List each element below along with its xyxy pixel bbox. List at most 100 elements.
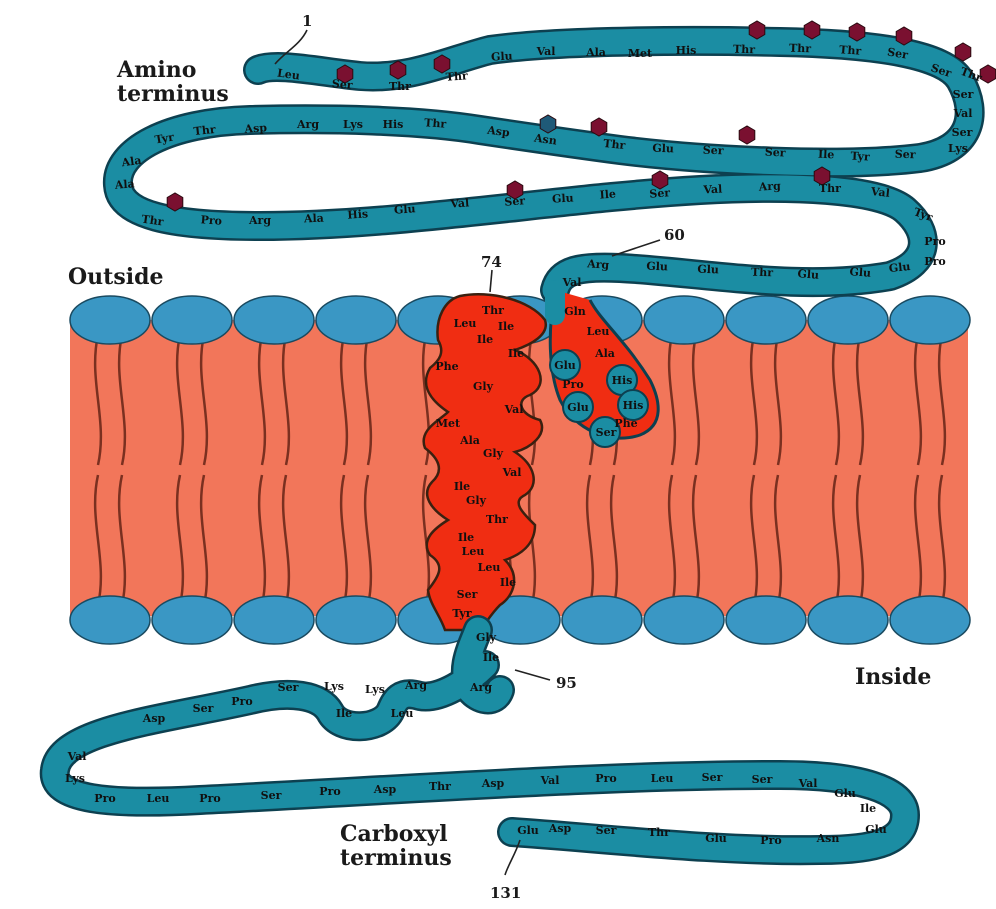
residue-label: Lys [343, 118, 363, 131]
sugar-hexagon [749, 21, 765, 39]
residue-label: Gly [466, 494, 487, 507]
residue-label: Glu [491, 49, 513, 63]
residue-label: His [347, 207, 369, 221]
residue-label: Ser [952, 126, 973, 139]
residue-label: Asp [373, 783, 397, 796]
residue-label: Val [798, 777, 818, 790]
sugar-hexagon [167, 193, 183, 211]
residue-label: Ile [477, 333, 493, 346]
lipid-head [890, 296, 970, 344]
residue-label: Asp [548, 822, 572, 835]
residue-label: Leu [454, 317, 477, 330]
lipid-head [316, 296, 396, 344]
residue-label: Glu [888, 260, 911, 275]
residue-label: Pro [924, 255, 945, 268]
residue-label: Pro [760, 834, 781, 847]
lipid-head [644, 596, 724, 644]
residue-label: Asn [816, 832, 840, 845]
lipid-head [726, 296, 806, 344]
residue-label: Arg [586, 257, 610, 272]
residue-label: Phe [614, 417, 637, 430]
residue-label: Val [540, 774, 560, 787]
residue-label: Glu [517, 824, 539, 837]
residue-label: Leu [462, 545, 485, 558]
residue-label: Thr [193, 123, 216, 138]
residue-label: Tyr [452, 607, 471, 620]
residue-label: Leu [651, 772, 674, 785]
residue-label: Glu [567, 401, 589, 414]
residue-label: Met [628, 47, 653, 60]
residue-label: Ile [860, 802, 876, 815]
pointer-95 [515, 670, 550, 680]
lipid-head [152, 296, 232, 344]
residue-label: Thr [733, 43, 756, 57]
residue-label: Thr [789, 42, 812, 56]
residue-number-60: 60 [664, 226, 685, 244]
residue-label: Lys [324, 680, 344, 693]
residue-label: Glu [394, 202, 416, 216]
lipid-head [726, 596, 806, 644]
sugar-hexagon [540, 115, 556, 133]
sugar-hexagon [896, 27, 912, 45]
residue-label: Ile [818, 148, 835, 162]
residue-number-1: 1 [302, 12, 312, 30]
residue-label: Ser [752, 773, 773, 786]
residue-label: Asp [243, 121, 268, 136]
residue-label: His [676, 44, 697, 57]
residue-label: Ser [457, 588, 478, 601]
residue-number-74: 74 [481, 253, 502, 271]
residue-label: Pro [924, 235, 945, 248]
residue-label: His [623, 399, 644, 412]
lipid-head [890, 596, 970, 644]
residue-label: Arg [469, 681, 492, 694]
residue-label: Ser [649, 186, 671, 200]
residue-label: Ser [261, 789, 282, 802]
lipid-head [808, 596, 888, 644]
residue-label: Glu [554, 359, 576, 372]
residue-label: Thr [486, 513, 508, 526]
residue-label: Thr [389, 80, 411, 93]
residue-label: Glu [797, 267, 819, 281]
residue-label: Lys [65, 772, 85, 785]
residue-label: Ser [596, 426, 617, 439]
residue-label: Ile [508, 347, 524, 360]
carboxyl-terminus-label: Carboxyl terminus [340, 822, 452, 870]
residue-label: Glu [849, 265, 871, 279]
residue-label: Glu [552, 191, 574, 205]
lipid-head [70, 596, 150, 644]
residue-label: Val [562, 276, 582, 289]
chain-inner-fill [55, 630, 905, 850]
residue-label: Ser [278, 681, 299, 694]
cytoplasmic-chain [55, 630, 905, 850]
residue-label: Ser [504, 194, 526, 208]
residue-label: Ser [193, 702, 214, 715]
residue-label: His [383, 118, 404, 131]
residue-label: Asp [481, 777, 505, 790]
residue-label: Pro [200, 213, 222, 227]
residue-label: Arg [296, 118, 319, 131]
residue-label: Met [436, 417, 461, 430]
residue-label: Gly [473, 380, 494, 393]
residue-label: Ala [459, 434, 480, 447]
residue-label: Gly [483, 447, 504, 460]
residue-label: Val [702, 183, 722, 197]
sugar-hexagon [739, 126, 755, 144]
residue-label: Ser [596, 824, 617, 837]
residue-label: Ile [454, 480, 470, 493]
residue-label: Ser [703, 144, 724, 158]
lipid-heads-inner [70, 596, 970, 644]
lipid-head [644, 296, 724, 344]
residue-label: Ala [113, 177, 135, 191]
lipid-head [234, 596, 314, 644]
residue-label: Ala [303, 212, 324, 226]
residue-label: Thr [648, 826, 670, 839]
residue-label: Leu [587, 325, 610, 338]
residue-label: Glu [865, 823, 887, 836]
lipid-head [152, 596, 232, 644]
residue-label: Lys [948, 142, 968, 155]
residue-label: Val [67, 750, 87, 763]
residue-label: Ile [498, 320, 514, 333]
residue-label: Pro [595, 772, 616, 785]
residue-label: Gly [476, 631, 497, 644]
